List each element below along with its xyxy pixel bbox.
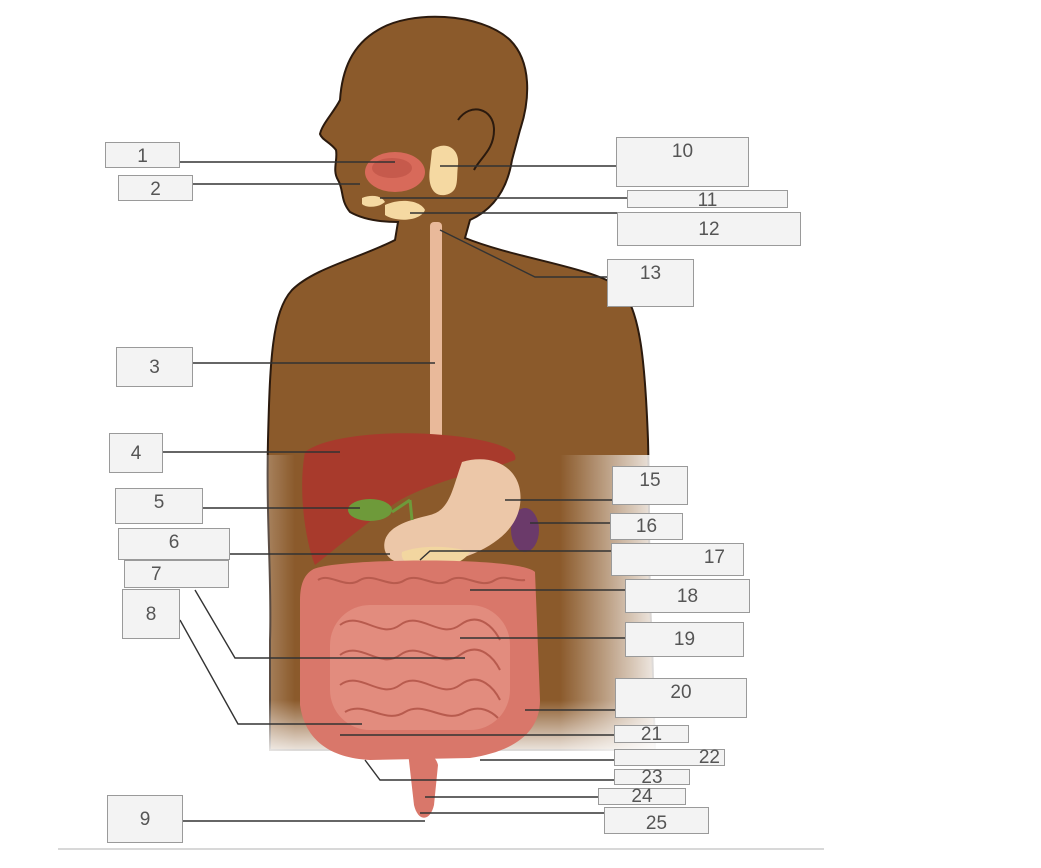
label-box-17[interactable]: 17 [611,543,744,576]
intestine-coils [317,576,526,719]
label-text-6: 6 [168,532,180,553]
label-box-5[interactable]: 5 [115,488,203,524]
label-box-1[interactable]: 1 [105,142,180,168]
label-box-20[interactable]: 20 [615,678,747,718]
label-text-22: 22 [698,747,720,768]
gallbladder [348,499,392,521]
label-box-25[interactable]: 25 [604,807,709,834]
oral-cavity [372,158,412,178]
label-text-25: 25 [645,813,668,834]
ear-outline [457,108,496,171]
bile-duct [391,498,414,521]
label-text-21: 21 [640,723,663,745]
parotid-gland [429,145,459,196]
leader-7 [194,589,465,659]
label-text-4: 4 [130,442,142,464]
small-intestine [330,605,510,730]
esophagus [430,222,442,452]
label-text-20: 20 [670,682,692,703]
label-text-7: 7 [151,564,162,585]
leader-23 [364,759,614,781]
spleen [511,508,539,552]
leader-13 [439,229,607,278]
label-box-22[interactable]: 22 [614,747,725,768]
label-box-3[interactable]: 3 [116,347,193,387]
label-box-7[interactable]: 7 [124,560,229,588]
label-box-16[interactable]: 16 [610,513,683,540]
label-box-10[interactable]: 10 [616,137,749,187]
label-text-1: 1 [137,146,148,167]
label-box-19[interactable]: 19 [625,622,744,657]
leader-8 [179,619,362,725]
label-box-13[interactable]: 13 [607,259,694,307]
label-text-23: 23 [641,766,663,788]
label-text-16: 16 [635,516,658,537]
label-box-24[interactable]: 24 [598,786,686,807]
label-box-23[interactable]: 23 [614,766,690,788]
rectum [408,751,438,818]
label-text-10: 10 [671,141,694,162]
label-text-15: 15 [639,470,661,491]
label-text-8: 8 [145,603,157,625]
label-text-5: 5 [153,492,165,513]
label-text-3: 3 [149,356,160,378]
leader-17 [419,550,611,561]
label-text-13: 13 [639,263,662,284]
label-text-11: 11 [697,190,718,211]
label-box-21[interactable]: 21 [614,723,689,745]
leader-lines [163,161,627,822]
label-text-2: 2 [150,179,161,200]
label-text-24: 24 [631,786,653,807]
label-box-9[interactable]: 9 [107,795,183,843]
label-text-18: 18 [676,585,699,607]
stomach [384,459,521,566]
label-box-6[interactable]: 6 [118,528,230,560]
label-text-19: 19 [673,629,696,650]
label-text-9: 9 [139,808,151,830]
label-box-18[interactable]: 18 [625,579,750,613]
label-box-2[interactable]: 2 [118,175,193,201]
submandibular-gland [385,200,425,220]
label-text-12: 12 [698,218,720,240]
label-text-17: 17 [703,547,725,568]
label-box-11[interactable]: 11 [627,190,788,211]
label-box-4[interactable]: 4 [109,433,163,473]
label-box-15[interactable]: 15 [612,466,688,505]
sublingual-gland [362,195,385,207]
label-box-8[interactable]: 8 [122,589,180,639]
label-box-12[interactable]: 12 [617,212,801,246]
